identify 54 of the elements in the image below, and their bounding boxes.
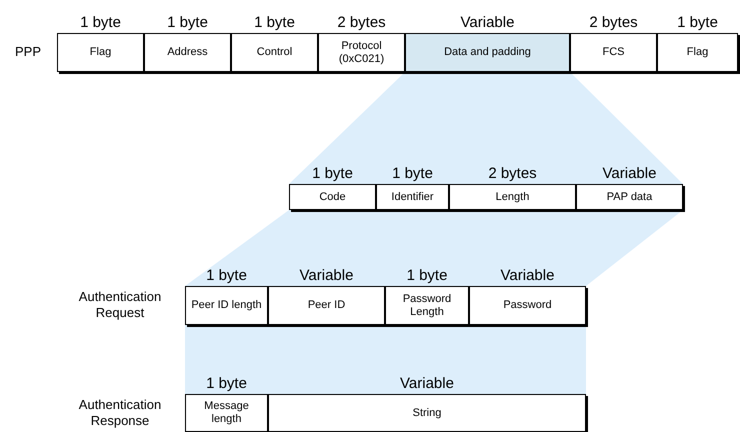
field-name: Flag xyxy=(88,46,112,59)
packet-field xyxy=(289,184,376,210)
field-size-label: Variable xyxy=(602,165,658,182)
packet-field xyxy=(185,286,268,325)
field-size-label: 1 byte xyxy=(391,165,434,182)
field-size-label: Variable xyxy=(460,14,516,31)
field-name: Address xyxy=(166,46,209,59)
packet-field xyxy=(657,33,738,72)
packet-field xyxy=(576,184,683,210)
field-name: FCS xyxy=(602,46,626,59)
packet-field xyxy=(144,33,231,72)
packet-field xyxy=(385,286,469,325)
field-size-label: Variable xyxy=(500,267,556,284)
field-size-label: Variable xyxy=(298,267,354,284)
row-label: PPP xyxy=(14,44,42,60)
field-size-label: 2 bytes xyxy=(336,14,387,31)
packet-field xyxy=(570,33,657,72)
field-name: Message length xyxy=(203,400,250,426)
field-size-label: 1 byte xyxy=(166,14,209,31)
field-name: Control xyxy=(256,46,294,59)
packet-field xyxy=(57,33,144,72)
packet-field xyxy=(449,184,576,210)
field-size-label: 1 byte xyxy=(79,14,122,31)
field-name: Identifier xyxy=(390,190,435,204)
field-name: Peer ID xyxy=(306,299,346,312)
row-label: Authentication Response xyxy=(78,397,162,429)
packet-field xyxy=(318,33,405,72)
field-name: Length xyxy=(494,190,530,204)
packet-field xyxy=(231,33,318,72)
field-size-label: 1 byte xyxy=(205,375,248,392)
field-size-label: 1 byte xyxy=(311,165,354,182)
row-label: Authentication Request xyxy=(78,289,162,321)
field-name: Data and padding xyxy=(443,46,532,59)
packet-field xyxy=(185,394,268,432)
field-size-label: Variable xyxy=(399,375,455,392)
field-name: Password Length xyxy=(402,292,452,318)
field-name: String xyxy=(412,406,442,420)
packet-field xyxy=(376,184,449,210)
field-name: Peer ID length xyxy=(190,299,263,312)
field-name: Flag xyxy=(686,46,710,59)
field-name: Password xyxy=(502,299,553,312)
field-name: Protocol (0xC021) xyxy=(338,40,386,66)
field-size-label: 1 byte xyxy=(253,14,296,31)
field-name: PAP data xyxy=(606,190,654,204)
field-size-label: 2 bytes xyxy=(588,14,639,31)
packet-field xyxy=(268,286,385,325)
field-name: Code xyxy=(318,190,347,204)
packet-field xyxy=(268,394,586,432)
packet-field xyxy=(469,286,586,325)
field-size-label: 2 bytes xyxy=(487,165,538,182)
field-size-label: 1 byte xyxy=(406,267,448,284)
field-size-label: 1 byte xyxy=(205,267,248,284)
packet-field xyxy=(405,33,570,72)
field-size-label: 1 byte xyxy=(676,14,719,31)
